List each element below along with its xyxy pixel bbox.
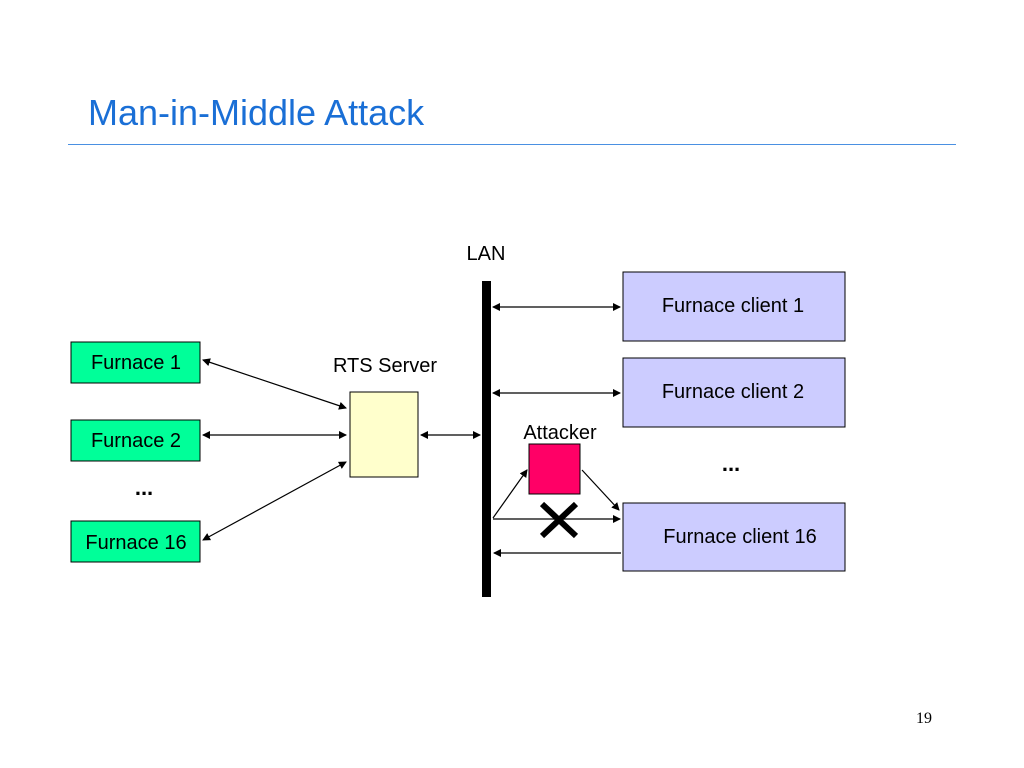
lan-label: LAN — [467, 243, 506, 265]
furnace-16-label: Furnace 16 — [85, 532, 186, 554]
link-lan-attacker — [492, 469, 528, 519]
client-16-label: Furnace client 16 — [663, 526, 816, 548]
furnace-2: Furnace 2 — [70, 419, 201, 462]
furnace-16: Furnace 16 — [70, 520, 201, 563]
furnace-ellipsis: ... — [135, 475, 153, 500]
furnace-client-16: Furnace client 16 — [622, 502, 846, 572]
link-furnace16-server — [202, 461, 347, 541]
page-number: 19 — [916, 710, 932, 727]
furnace-client-2: Furnace client 2 — [622, 357, 846, 428]
furnace-client-1: Furnace client 1 — [622, 271, 846, 342]
slide-title: Man-in-Middle Attack — [88, 92, 425, 133]
link-furnace1-server — [202, 358, 347, 410]
furnace-1-label: Furnace 1 — [91, 352, 181, 374]
attacker-box — [528, 443, 581, 495]
title-divider — [68, 144, 956, 145]
client-ellipsis: ... — [722, 451, 740, 476]
furnace-2-label: Furnace 2 — [91, 430, 181, 452]
client-1-label: Furnace client 1 — [662, 295, 804, 317]
server-label: RTS Server — [333, 355, 437, 377]
furnace-1: Furnace 1 — [70, 341, 201, 384]
link-attacker-client16 — [581, 469, 620, 511]
client-2-label: Furnace client 2 — [662, 381, 804, 403]
attacker-label: Attacker — [523, 422, 597, 444]
blocked-cross-icon — [539, 501, 579, 539]
lan-bus — [482, 281, 491, 597]
rts-server-box — [349, 391, 419, 478]
